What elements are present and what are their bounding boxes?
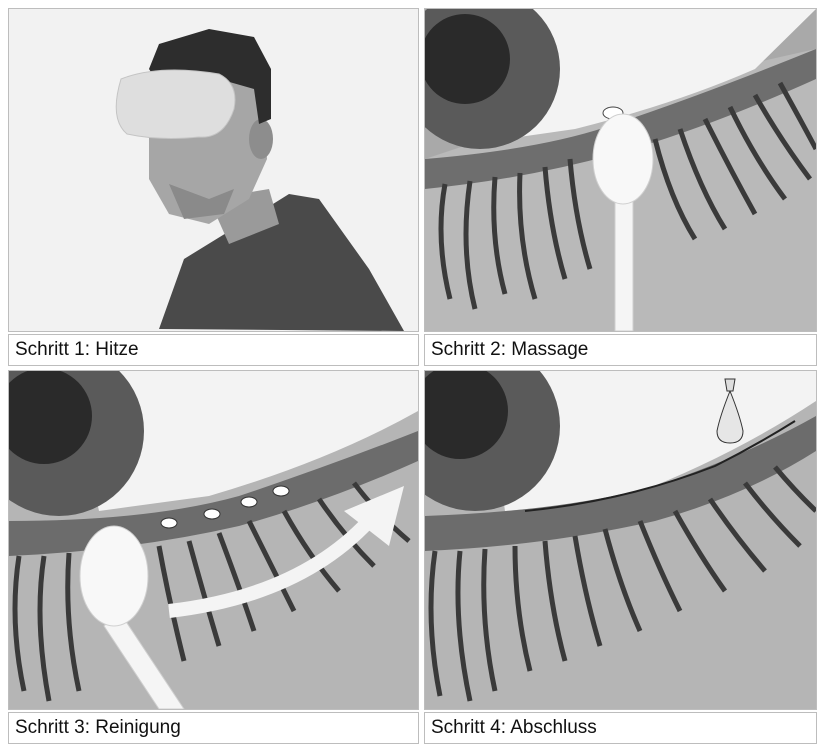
step-3-image: [8, 370, 419, 710]
step-4-image: [424, 370, 817, 710]
eyelid-cleaning-arrow-illustration: [9, 371, 418, 709]
step-2-caption: Schritt 2: Massage: [424, 334, 817, 366]
step-1-caption: Schritt 1: Hitze: [8, 334, 419, 366]
eye-drop-illustration: [425, 371, 816, 709]
step-1-image: [8, 8, 419, 332]
warm-compress-mask-illustration: [9, 9, 418, 331]
step-2-image: [424, 8, 817, 332]
eyelid-massage-cotton-swab-illustration: [425, 9, 816, 331]
step-4-caption: Schritt 4: Abschluss: [424, 712, 817, 744]
step-3-caption: Schritt 3: Reinigung: [8, 712, 419, 744]
